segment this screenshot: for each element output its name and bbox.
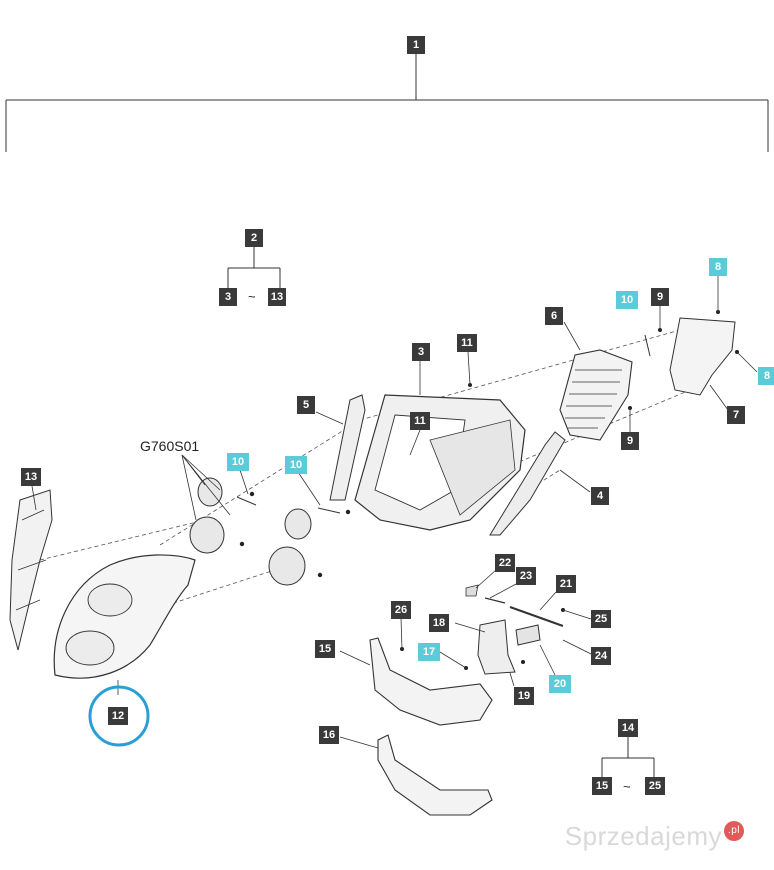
part-13-bracket — [9, 489, 53, 651]
lamp-socket — [189, 516, 225, 554]
callout-label[interactable]: 2 — [245, 229, 263, 247]
assembly-line — [499, 389, 691, 471]
lamp-socket — [197, 477, 223, 507]
part-6-grille — [559, 349, 633, 441]
callout-label[interactable]: 1 — [407, 36, 425, 54]
callout-label[interactable]: 15 — [315, 640, 335, 658]
callout-label[interactable]: 13 — [21, 468, 41, 486]
part-15-cover — [369, 637, 493, 726]
callout-label[interactable]: 8 — [758, 367, 774, 385]
callout-label[interactable]: 14 — [618, 719, 638, 737]
lamp-socket — [268, 546, 306, 586]
callout-label[interactable]: 26 — [391, 601, 411, 619]
range-tilde-14: ~ — [623, 779, 631, 794]
callout-label[interactable]: 18 — [429, 614, 449, 632]
part-18-plate — [477, 619, 516, 675]
callout-label[interactable]: 17 — [418, 643, 440, 661]
callout-label[interactable]: 7 — [727, 406, 745, 424]
callout-label[interactable]: 22 — [495, 554, 515, 572]
part-20-bracket — [515, 624, 541, 646]
watermark: Sprzedajemy.pl — [565, 821, 744, 852]
callout-label[interactable]: 9 — [621, 432, 639, 450]
callout-label[interactable]: 25 — [591, 610, 611, 628]
callout-label[interactable]: 3 — [219, 288, 237, 306]
callout-label[interactable]: 10 — [285, 456, 307, 474]
callout-label[interactable]: 11 — [457, 334, 477, 352]
callout-label[interactable]: 6 — [545, 307, 563, 325]
callout-label[interactable]: 15 — [592, 777, 612, 795]
callout-label[interactable]: 12 — [108, 707, 128, 725]
part-7-plate — [669, 317, 736, 396]
callout-label[interactable]: 5 — [297, 396, 315, 414]
callout-label[interactable]: 24 — [591, 647, 611, 665]
callout-label[interactable]: 20 — [549, 675, 571, 693]
part-5-strip — [329, 394, 366, 501]
watermark-badge: .pl — [724, 821, 744, 841]
callout-label[interactable]: 16 — [319, 726, 339, 744]
callout-label[interactable]: 10 — [616, 291, 638, 309]
callout-label[interactable]: 11 — [410, 412, 430, 430]
part-21-rod — [509, 606, 564, 627]
range-tilde-2: ~ — [248, 289, 256, 304]
assembly-line — [39, 519, 206, 561]
callout-label[interactable]: 3 — [412, 343, 430, 361]
lamp-socket — [284, 508, 312, 540]
callout-label[interactable]: 13 — [268, 288, 286, 306]
assembly-line — [159, 419, 361, 546]
highlight-circle — [88, 685, 150, 747]
callout-label[interactable]: 8 — [709, 258, 727, 276]
callout-label[interactable]: 25 — [645, 777, 665, 795]
part-16-strip — [377, 734, 493, 816]
callout-label[interactable]: 23 — [516, 567, 536, 585]
part-4-strip — [489, 431, 566, 536]
callout-label[interactable]: 19 — [514, 687, 534, 705]
callout-label[interactable]: 9 — [651, 288, 669, 306]
callout-label[interactable]: 10 — [227, 453, 249, 471]
callout-label[interactable]: 21 — [556, 575, 576, 593]
callout-label[interactable]: 4 — [591, 487, 609, 505]
watermark-text: Sprzedajemy — [564, 821, 722, 851]
group-code: G760S01 — [140, 438, 200, 454]
